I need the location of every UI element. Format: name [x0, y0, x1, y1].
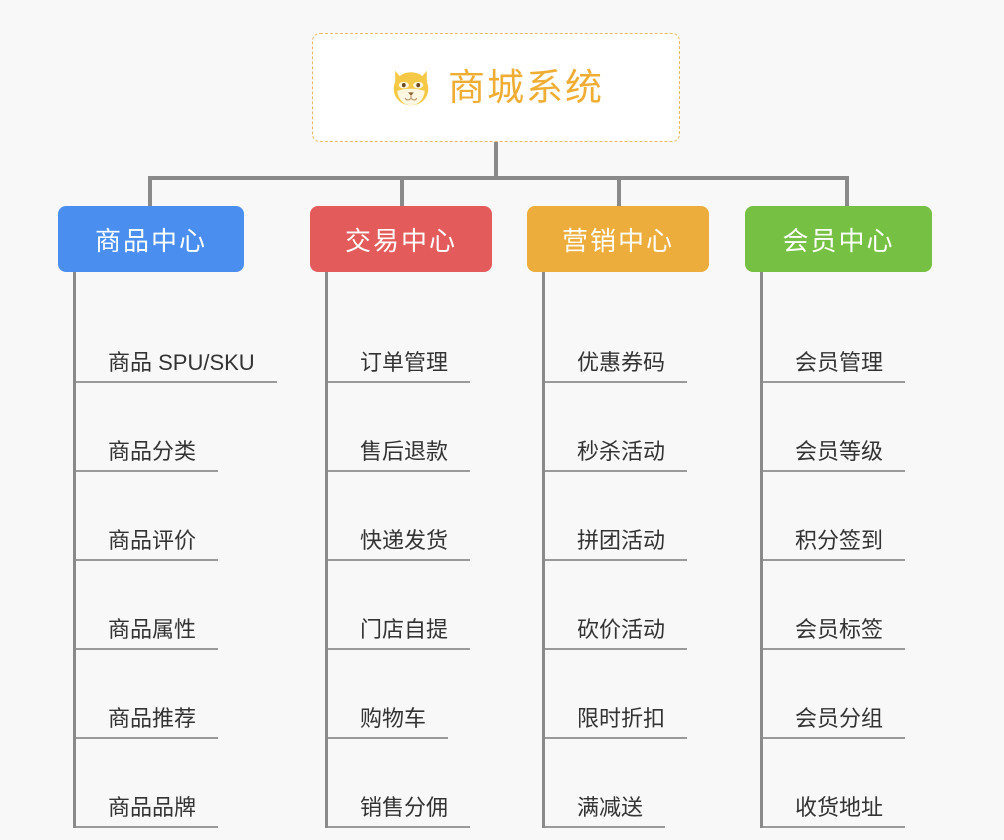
leaf-label: 会员等级 — [763, 439, 906, 472]
root-node-title: 商城系统 — [448, 67, 604, 108]
connector-drop-1 — [148, 176, 152, 208]
list-item[interactable]: 门店自提 — [328, 561, 492, 650]
leaf-list-3: 优惠券码 秒杀活动 拼团活动 砍价活动 限时折扣 满减送 — [542, 272, 709, 828]
list-item[interactable]: 积分签到 — [763, 472, 932, 561]
list-item[interactable]: 收货地址 — [763, 739, 932, 828]
category-header-4[interactable]: 会员中心 — [745, 206, 932, 272]
leaf-label: 商品属性 — [76, 617, 219, 650]
category-header-2[interactable]: 交易中心 — [310, 206, 492, 272]
root-node-shop-system[interactable]: 商城系统 — [312, 33, 680, 142]
list-item[interactable]: 会员管理 — [763, 294, 932, 383]
leaf-label: 拼团活动 — [545, 528, 688, 561]
leaf-label: 门店自提 — [328, 617, 471, 650]
connector-drop-3 — [617, 176, 621, 208]
leaf-label: 商品评价 — [76, 528, 219, 561]
leaf-label: 积分签到 — [763, 528, 906, 561]
list-item[interactable]: 商品品牌 — [76, 739, 244, 828]
leaf-list-1: 商品 SPU/SKU 商品分类 商品评价 商品属性 商品推荐 商品品牌 — [73, 272, 277, 828]
leaf-label: 砍价活动 — [545, 617, 688, 650]
connector-drop-2 — [400, 176, 404, 208]
leaf-label: 销售分佣 — [328, 795, 471, 828]
leaf-label: 快递发货 — [328, 528, 471, 561]
leaf-label: 售后退款 — [328, 439, 471, 472]
leaf-label: 秒杀活动 — [545, 439, 688, 472]
leaf-label: 满减送 — [545, 795, 666, 828]
list-item[interactable]: 商品 SPU/SKU — [76, 294, 277, 383]
list-item[interactable]: 商品推荐 — [76, 650, 244, 739]
leaf-label: 商品 SPU/SKU — [76, 350, 277, 383]
leaf-label: 商品分类 — [76, 439, 219, 472]
category-header-1[interactable]: 商品中心 — [58, 206, 244, 272]
leaf-label: 会员管理 — [763, 350, 906, 383]
leaf-label: 商品品牌 — [76, 795, 219, 828]
leaf-label: 订单管理 — [328, 350, 471, 383]
list-item[interactable]: 订单管理 — [328, 294, 492, 383]
list-item[interactable]: 砍价活动 — [545, 561, 709, 650]
list-item[interactable]: 商品评价 — [76, 472, 244, 561]
list-item[interactable]: 销售分佣 — [328, 739, 492, 828]
leaf-list-2: 订单管理 售后退款 快递发货 门店自提 购物车 销售分佣 — [325, 272, 492, 828]
list-item[interactable]: 购物车 — [328, 650, 492, 739]
leaf-label: 会员分组 — [763, 706, 906, 739]
list-item[interactable]: 会员标签 — [763, 561, 932, 650]
column-trade-center: 交易中心 订单管理 售后退款 快递发货 门店自提 购物车 销售分佣 — [310, 206, 492, 828]
list-item[interactable]: 会员等级 — [763, 383, 932, 472]
connector-drop-4 — [845, 176, 849, 208]
list-item[interactable]: 优惠券码 — [545, 294, 709, 383]
leaf-label: 优惠券码 — [545, 350, 688, 383]
column-marketing-center: 营销中心 优惠券码 秒杀活动 拼团活动 砍价活动 限时折扣 满减送 — [527, 206, 709, 828]
list-item[interactable]: 会员分组 — [763, 650, 932, 739]
category-label-4: 会员中心 — [782, 225, 895, 256]
list-item[interactable]: 限时折扣 — [545, 650, 709, 739]
column-member-center: 会员中心 会员管理 会员等级 积分签到 会员标签 会员分组 收货地址 — [745, 206, 932, 828]
leaf-label: 限时折扣 — [545, 706, 688, 739]
list-item[interactable]: 商品属性 — [76, 561, 244, 650]
connector-root-stem — [494, 142, 498, 178]
leaf-label: 商品推荐 — [76, 706, 219, 739]
list-item[interactable]: 拼团活动 — [545, 472, 709, 561]
category-header-3[interactable]: 营销中心 — [527, 206, 709, 272]
leaf-label: 购物车 — [328, 706, 449, 739]
column-product-center: 商品中心 商品 SPU/SKU 商品分类 商品评价 商品属性 商品推荐 商品品牌 — [58, 206, 277, 828]
leaf-list-4: 会员管理 会员等级 积分签到 会员标签 会员分组 收货地址 — [760, 272, 932, 828]
list-item[interactable]: 快递发货 — [328, 472, 492, 561]
leaf-label: 收货地址 — [763, 795, 906, 828]
category-label-2: 交易中心 — [344, 225, 457, 256]
list-item[interactable]: 满减送 — [545, 739, 709, 828]
list-item[interactable]: 售后退款 — [328, 383, 492, 472]
category-label-1: 商品中心 — [94, 225, 207, 256]
shiba-dog-face-icon — [393, 70, 429, 105]
category-label-3: 营销中心 — [561, 225, 674, 256]
list-item[interactable]: 商品分类 — [76, 383, 244, 472]
connector-horizontal-bus — [148, 176, 848, 180]
list-item[interactable]: 秒杀活动 — [545, 383, 709, 472]
leaf-label: 会员标签 — [763, 617, 906, 650]
